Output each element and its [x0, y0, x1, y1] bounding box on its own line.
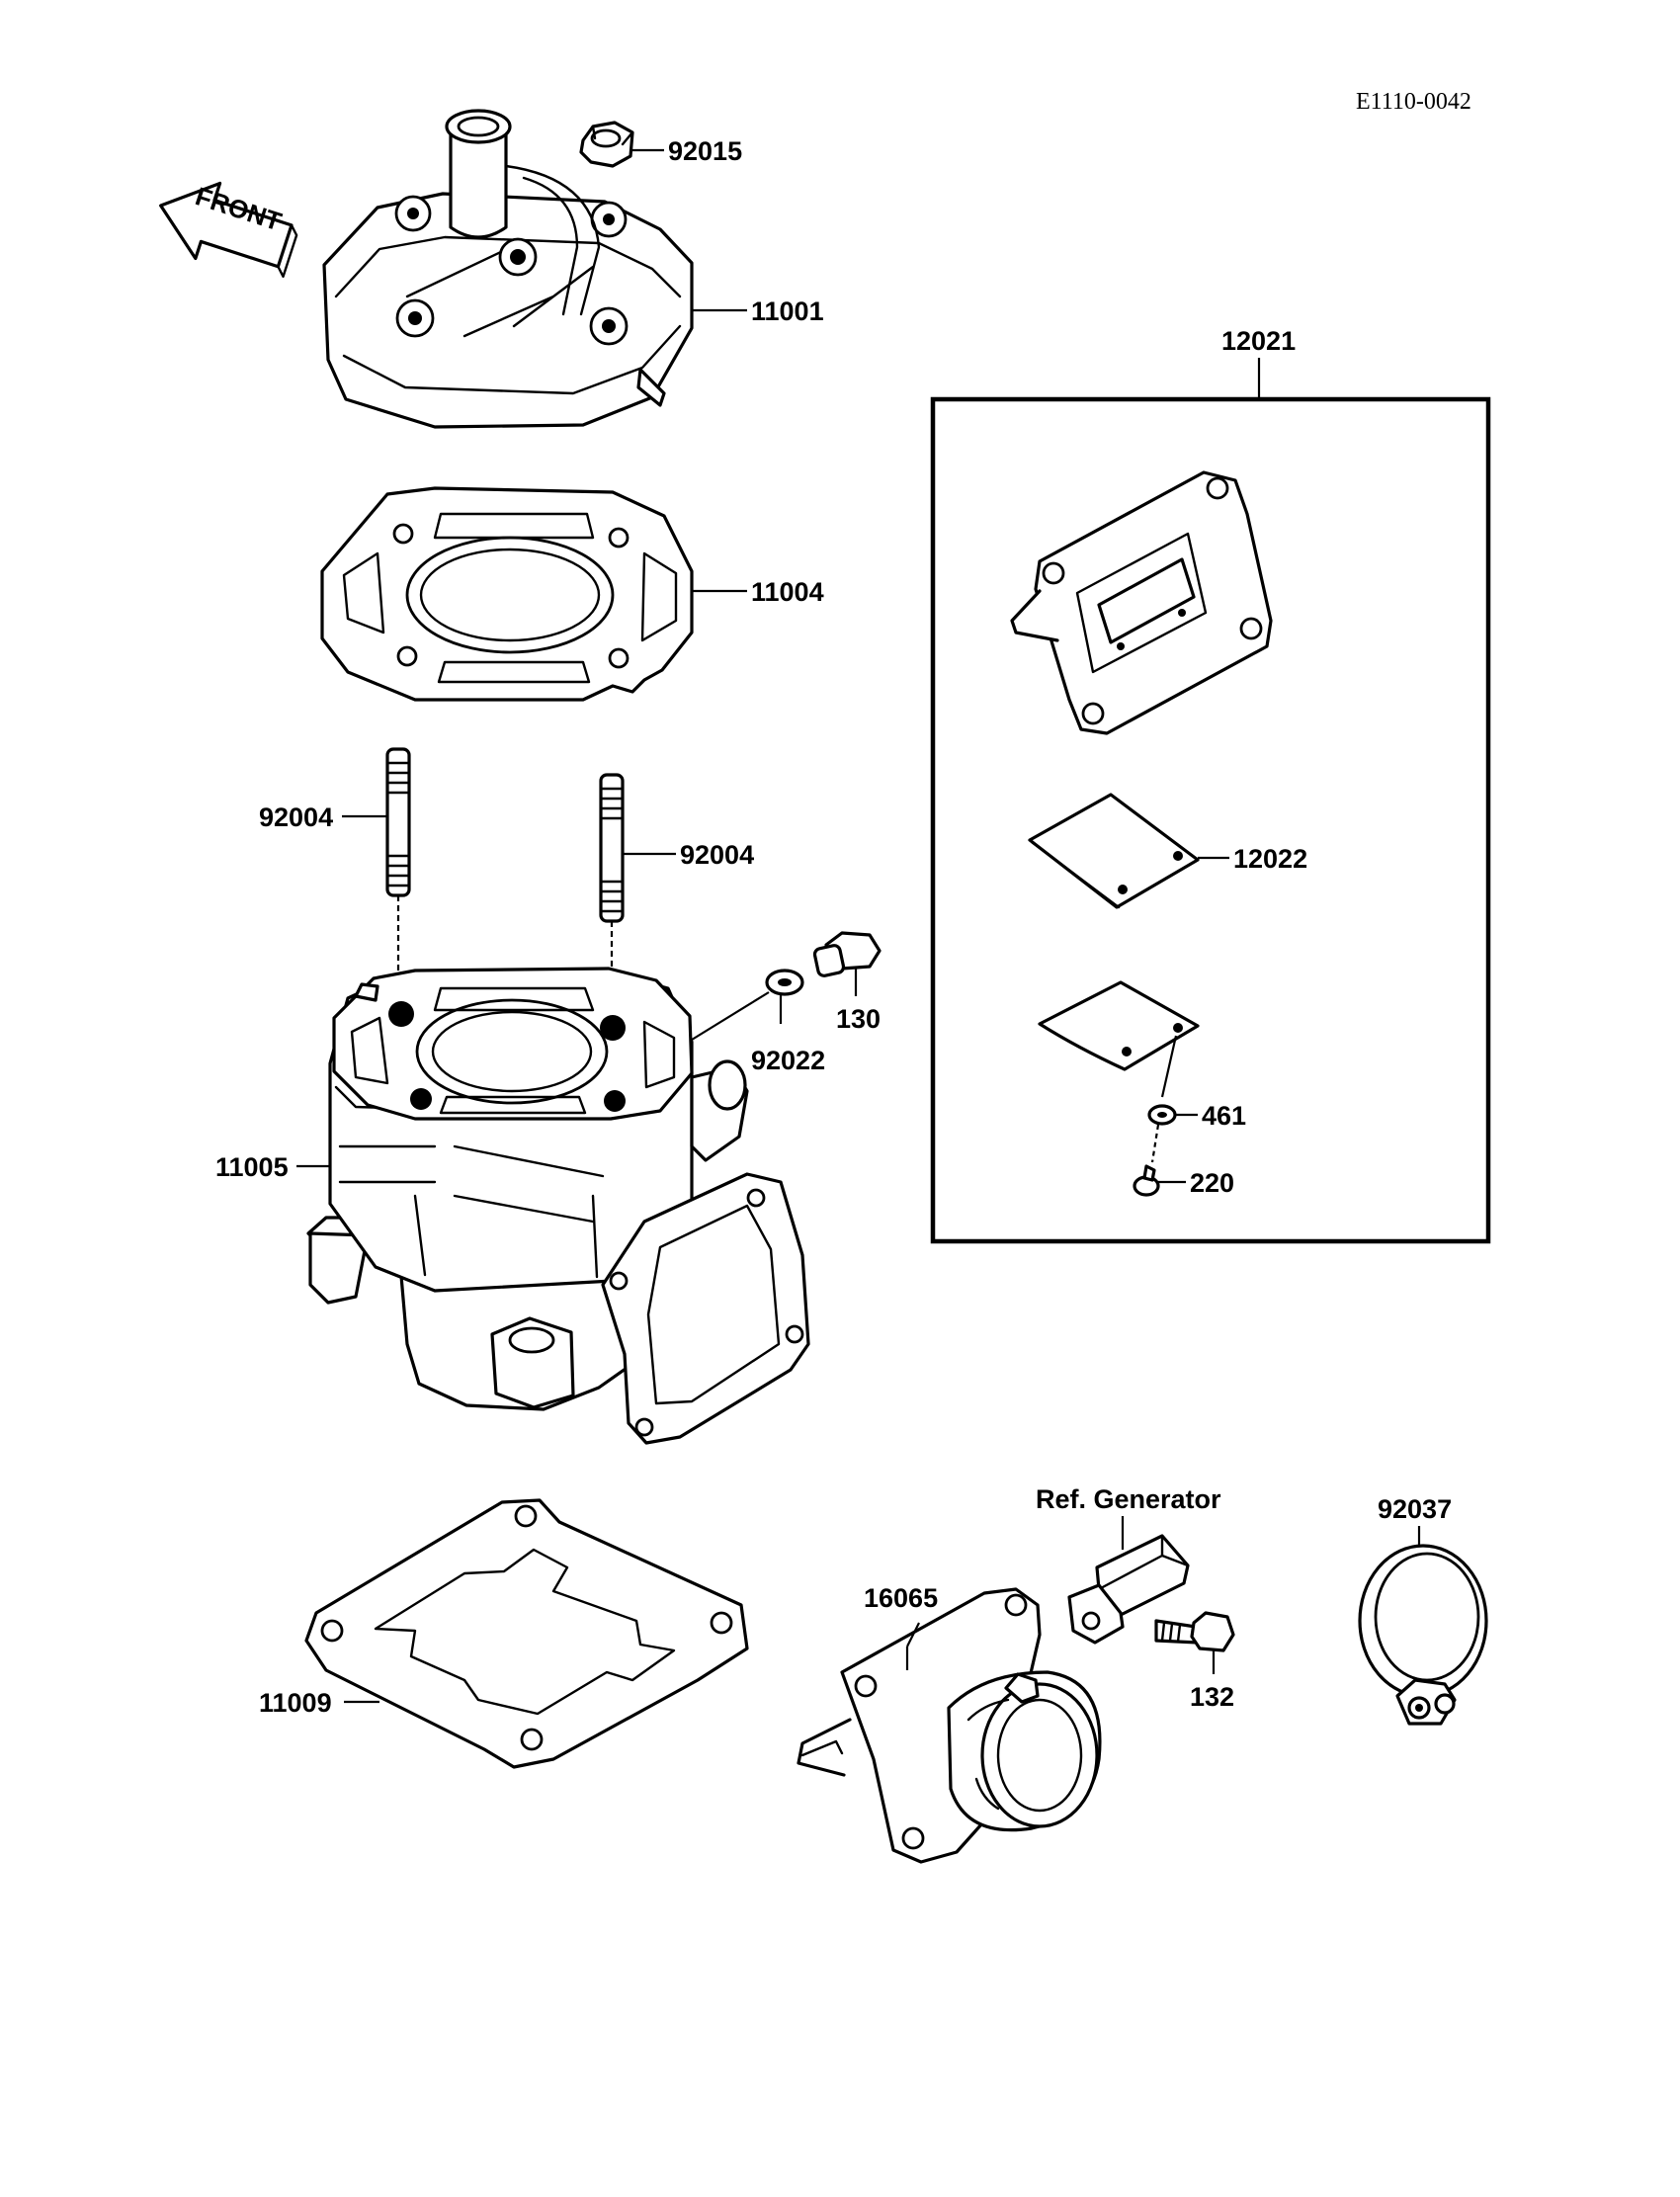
- label-92015: 92015: [668, 136, 742, 166]
- diagram-code: E1110-0042: [1356, 89, 1471, 115]
- label-92004-right: 92004: [680, 840, 754, 870]
- cylinder-icon: [306, 967, 810, 1445]
- label-11004: 11004: [751, 577, 824, 607]
- front-arrow-icon: FRONT: [159, 181, 298, 279]
- washer-92022-icon: [765, 969, 804, 996]
- washer-461-icon: [1147, 1104, 1177, 1126]
- label-16065: 16065: [864, 1583, 938, 1613]
- label-92037: 92037: [1378, 1494, 1452, 1524]
- hose-clamp-icon: [1358, 1544, 1488, 1726]
- label-220: 220: [1190, 1168, 1234, 1198]
- reed-block-icon: [1010, 470, 1273, 735]
- generator-bracket-icon: [1067, 1534, 1190, 1645]
- label-12021: 12021: [1221, 326, 1296, 356]
- stud-left-icon: [385, 747, 411, 897]
- label-130: 130: [836, 1004, 881, 1034]
- cylinder-head-icon: [322, 109, 694, 429]
- reed-12022-icon: [1028, 793, 1200, 909]
- bolt-132-icon: [1154, 1611, 1235, 1652]
- intake-manifold-icon: [797, 1587, 1102, 1864]
- head-gasket-icon: [320, 486, 694, 702]
- label-92022: 92022: [751, 1046, 825, 1075]
- label-12022: 12022: [1233, 844, 1307, 874]
- label-132: 132: [1190, 1682, 1234, 1712]
- stud-right-icon: [599, 773, 625, 923]
- label-11005: 11005: [215, 1152, 289, 1182]
- label-ref-generator: Ref. Generator: [1036, 1484, 1221, 1514]
- label-11001: 11001: [751, 296, 824, 326]
- nut-92015-icon: [579, 121, 634, 168]
- reed-valve-kit-box: [930, 396, 1491, 1244]
- bolt-130-icon: [812, 931, 882, 977]
- label-92004-left: 92004: [259, 803, 333, 832]
- label-11009: 11009: [259, 1688, 332, 1718]
- screw-220-icon: [1133, 1164, 1160, 1197]
- label-461: 461: [1202, 1101, 1246, 1131]
- reed-stopper-icon: [1038, 980, 1200, 1071]
- base-gasket-icon: [304, 1498, 749, 1769]
